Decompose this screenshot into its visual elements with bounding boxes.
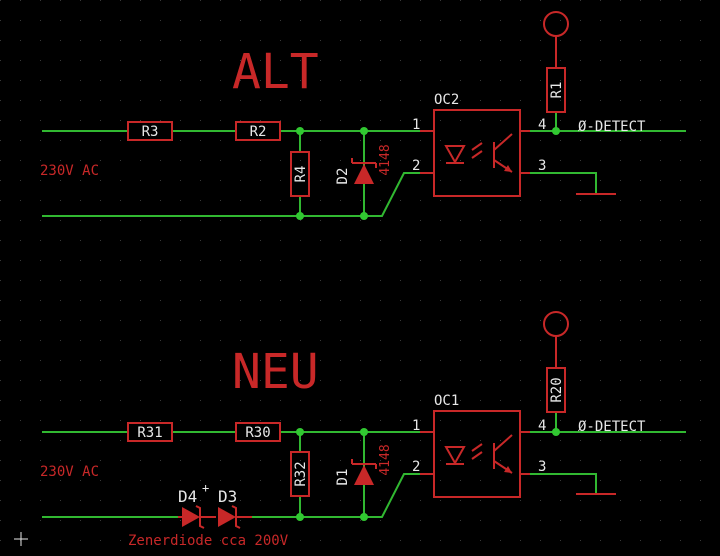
- neu-bottom-wire: [42, 473, 420, 518]
- alt-bottom-wire: [42, 172, 420, 217]
- neu-resistor-r32-label: R32: [293, 461, 309, 486]
- neu-resistor-r30-label: R30: [245, 425, 270, 441]
- neu-resistor-r30[interactable]: [235, 422, 281, 442]
- neu-optocoupler-oc1[interactable]: [420, 410, 530, 498]
- neu-diode-d1[interactable]: [351, 459, 377, 485]
- alt-junction: [296, 212, 304, 220]
- alt-optocoupler-label: OC2: [434, 92, 459, 108]
- alt-optocoupler-oc2[interactable]: [420, 109, 530, 197]
- neu-resistor-r20-label: R20: [549, 377, 565, 402]
- alt-output-label: Ø-DETECT: [578, 119, 646, 135]
- alt-resistor-r2[interactable]: [235, 121, 281, 141]
- neu-zener-d3[interactable]: [218, 505, 252, 529]
- neu-title: NEU: [232, 344, 319, 400]
- neu-zener-plus-marker: +: [202, 481, 209, 495]
- neu-junction: [360, 513, 368, 521]
- alt-pin-1: 1: [412, 117, 420, 133]
- neu-zener-d3-label: D3: [218, 487, 237, 506]
- neu-junction: [360, 428, 368, 436]
- alt-resistor-r3[interactable]: [127, 121, 173, 141]
- neu-resistor-r31[interactable]: [127, 422, 173, 442]
- alt-junction: [360, 127, 368, 135]
- alt-diode-d2-value: 4148: [378, 144, 393, 175]
- alt-resistor-r1-label: R1: [549, 82, 565, 99]
- neu-supply-label: 230V AC: [40, 464, 99, 480]
- alt-resistor-r4[interactable]: [290, 151, 310, 197]
- neu-optocoupler-label: OC1: [434, 393, 459, 409]
- neu-section: NEU 230V AC R31 R30 R32 D1 4148: [40, 311, 686, 549]
- neu-zener-d4-label: D4: [178, 487, 197, 506]
- neu-junction: [296, 428, 304, 436]
- alt-pin-3: 3: [538, 158, 546, 174]
- neu-vcc-symbol: [543, 311, 569, 337]
- neu-ground-wire: [530, 473, 597, 494]
- alt-pin-2: 2: [412, 158, 420, 174]
- alt-ground-wire: [530, 172, 597, 194]
- neu-junction: [296, 513, 304, 521]
- alt-resistor-r3-label: R3: [142, 124, 159, 140]
- alt-section: ALT 230V AC R3 R2 R4 D2 4148: [40, 11, 686, 220]
- neu-diode-d1-label: D1: [335, 469, 351, 486]
- crosshair-cursor-icon: [14, 532, 28, 546]
- alt-junction: [552, 127, 560, 135]
- neu-zener-d4[interactable]: [178, 505, 216, 529]
- neu-pin-1: 1: [412, 418, 420, 434]
- neu-pin-3: 3: [538, 459, 546, 475]
- neu-output-label: Ø-DETECT: [578, 419, 646, 435]
- alt-resistor-r4-label: R4: [293, 166, 309, 183]
- neu-resistor-r32[interactable]: [290, 451, 310, 497]
- neu-pin-2: 2: [412, 459, 420, 475]
- neu-junction: [552, 428, 560, 436]
- alt-supply-label: 230V AC: [40, 163, 99, 179]
- alt-title: ALT: [232, 44, 319, 100]
- neu-diode-d1-value: 4148: [378, 444, 393, 475]
- neu-zener-note: Zenerdiode cca 200V: [128, 533, 289, 549]
- alt-resistor-r2-label: R2: [250, 124, 267, 140]
- alt-diode-d2[interactable]: [351, 158, 377, 184]
- alt-junction: [360, 212, 368, 220]
- neu-pin-4: 4: [538, 418, 546, 434]
- alt-vcc-symbol: [543, 11, 569, 37]
- alt-diode-d2-label: D2: [335, 168, 351, 185]
- alt-junction: [296, 127, 304, 135]
- alt-pin-4: 4: [538, 117, 546, 133]
- neu-resistor-r31-label: R31: [137, 425, 162, 441]
